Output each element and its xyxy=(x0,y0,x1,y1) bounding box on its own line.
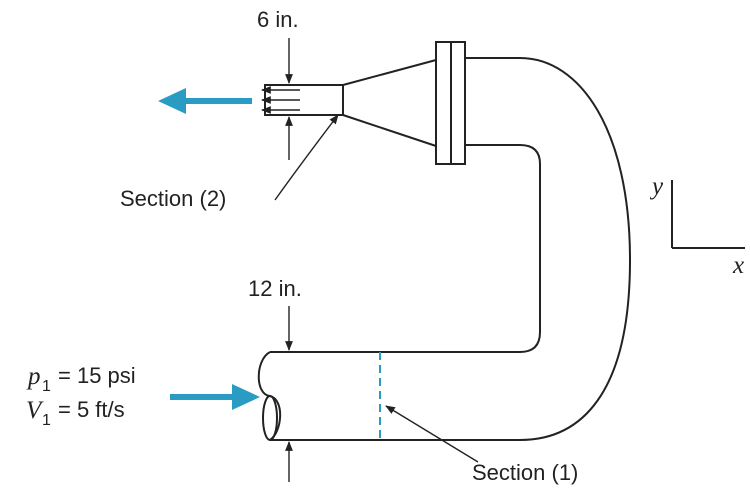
flange-plate-right xyxy=(450,41,466,165)
flange-plate-left xyxy=(435,41,452,165)
coordinate-axes: y x xyxy=(649,173,745,279)
svg-text:V: V xyxy=(26,397,44,424)
inlet-diameter-label: 12 in. xyxy=(248,276,302,301)
section-2-label: Section (2) xyxy=(120,186,226,211)
inlet-flow-arrow xyxy=(170,384,260,410)
svg-text:1: 1 xyxy=(42,412,51,429)
section-1-label: Section (1) xyxy=(472,460,578,485)
outlet-diameter-label: 6 in. xyxy=(257,7,299,32)
section-2-leader xyxy=(274,114,339,201)
nozzle-cone xyxy=(342,59,437,147)
pipe-break-ellipse xyxy=(262,395,278,441)
outlet-flow-arrow xyxy=(158,88,252,114)
pipe-inner-wall xyxy=(270,144,541,353)
y-axis-label: y xyxy=(649,173,664,200)
svg-text:= 5 ft/s: = 5 ft/s xyxy=(58,397,125,422)
inlet-velocity-label: V 1 = 5 ft/s xyxy=(26,397,125,429)
x-axis-label: x xyxy=(732,252,744,279)
svg-text:1: 1 xyxy=(42,378,51,395)
inlet-pressure-label: p 1 = 15 psi xyxy=(26,363,136,395)
section-1-leader xyxy=(385,405,479,463)
svg-text:= 15 psi: = 15 psi xyxy=(58,363,136,388)
svg-text:p: p xyxy=(26,363,41,390)
pipe-outer-wall xyxy=(270,57,632,441)
